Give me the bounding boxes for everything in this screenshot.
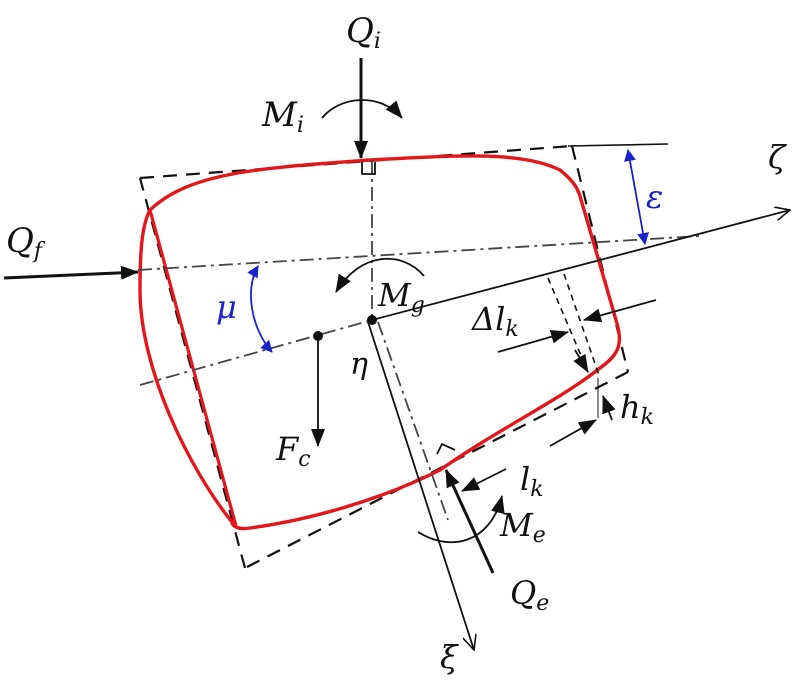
dimension-lk-arrow (461, 468, 507, 492)
label-Me: Me (499, 506, 546, 548)
mu-angle-arc (247, 265, 273, 353)
force-Qf-arrow (3, 265, 139, 280)
label-Fc: Fc (275, 430, 311, 472)
dimension-dlk-arrow-left (497, 329, 569, 353)
moment-Mi-arrow (321, 99, 403, 119)
xi-axis (367, 321, 474, 650)
moment-Mg-arrow (335, 257, 425, 293)
label-Qe: Qe (510, 574, 549, 616)
label-lk: lk (520, 460, 544, 502)
zeta-axis (371, 210, 790, 321)
epsilon-reference-line (567, 143, 669, 147)
deformed-section-outline (138, 154, 622, 531)
label-delta-lk: Δlk (470, 300, 519, 342)
label-Mg: Mg (377, 276, 425, 318)
dimension-hk-arrow-up (602, 395, 616, 421)
label-eta: η (350, 347, 368, 382)
label-hk: hk (620, 388, 654, 430)
dimension-lk-arrow-2 (549, 419, 597, 447)
label-epsilon: ε (646, 178, 663, 216)
delta-lk-construction (547, 273, 601, 379)
moment-Me-arrow (417, 495, 505, 544)
undeformed-section-outline (138, 144, 630, 569)
label-xi: ξ (440, 638, 459, 676)
right-angle-bottom (436, 442, 456, 455)
dimension-dlk-arrow-right (583, 299, 657, 323)
label-Mi: Mi (261, 95, 304, 138)
mass-center-point (313, 331, 323, 341)
label-zeta: ζ (768, 138, 787, 176)
label-Qi: Qi (346, 11, 381, 54)
reference-centerlines (137, 160, 701, 521)
right-angle-top (361, 162, 376, 175)
origin-point (367, 315, 377, 325)
label-mu: μ (216, 288, 237, 326)
force-Qe-arrow (444, 469, 495, 574)
section-chord-line (148, 209, 238, 527)
epsilon-dimension-arrow (624, 149, 649, 245)
label-Qf: Qf (6, 221, 46, 264)
dimension-hk-down (573, 349, 589, 373)
